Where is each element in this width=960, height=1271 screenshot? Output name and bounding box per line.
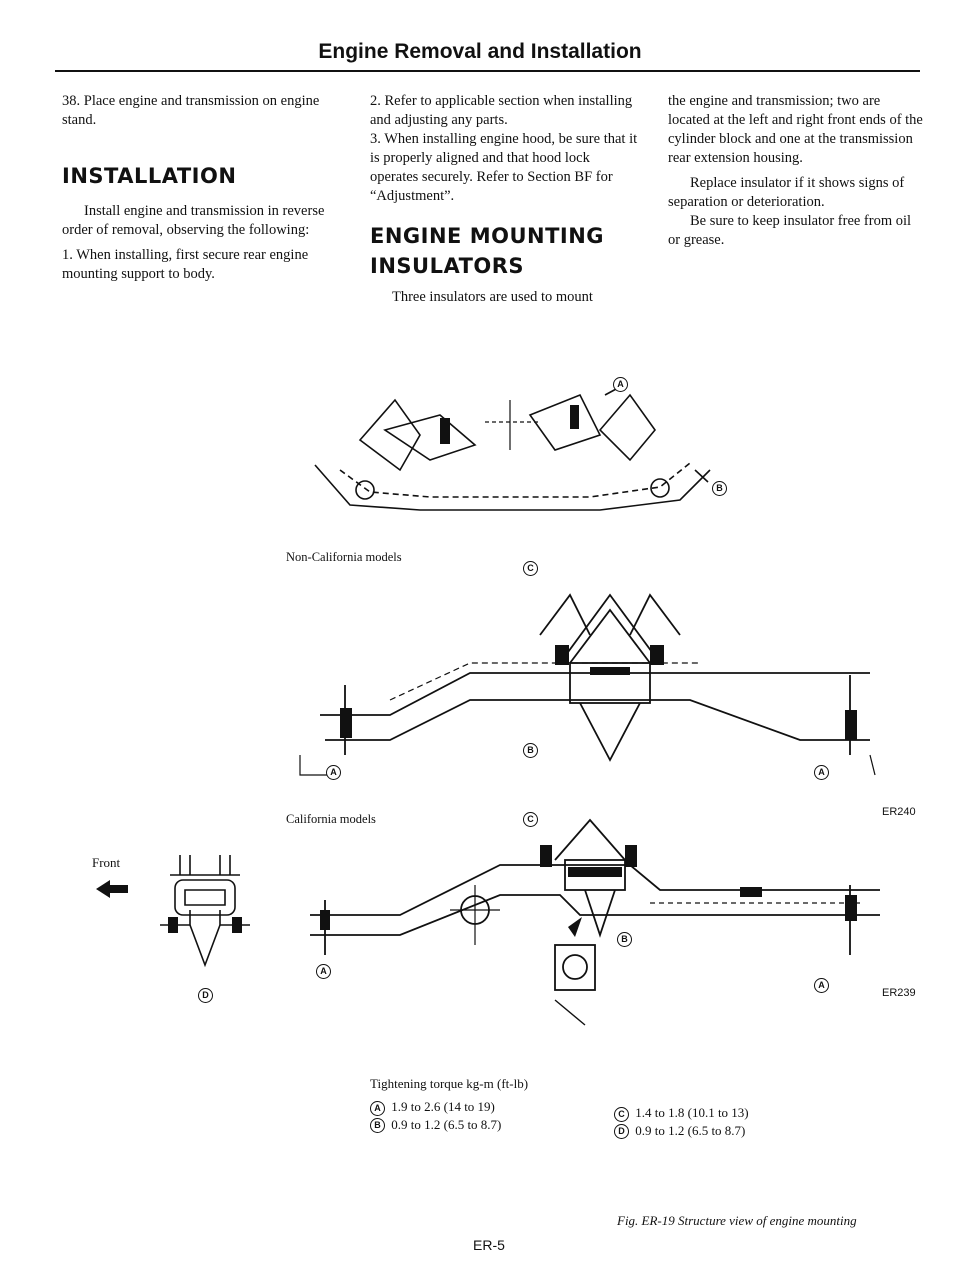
torque-callout-b: B bbox=[370, 1118, 385, 1134]
callout-a-bottom-left: A bbox=[316, 964, 331, 979]
column-2: 2. Refer to applicable section when inst… bbox=[370, 92, 640, 313]
column-3: the engine and transmission; two are loc… bbox=[668, 92, 923, 256]
torque-d-value: 0.9 to 1.2 (6.5 to 8.7) bbox=[635, 1122, 746, 1138]
col3-paragraph-1: the engine and transmission; two are loc… bbox=[668, 93, 923, 166]
torque-d-row: D 0.9 to 1.2 (6.5 to 8.7) bbox=[614, 1122, 749, 1140]
torque-b-value: 0.9 to 1.2 (6.5 to 8.7) bbox=[391, 1116, 502, 1132]
torque-a-value: 1.9 to 2.6 (14 to 19) bbox=[391, 1099, 495, 1114]
col3-paragraph-2: Replace insulator if it shows signs of s… bbox=[668, 175, 905, 210]
torque-callout-c: C bbox=[614, 1106, 629, 1122]
column-1: 38. Place engine and transmission on eng… bbox=[62, 92, 342, 290]
callout-b-middle: B bbox=[523, 743, 538, 758]
step-2-text: 2. Refer to applicable section when inst… bbox=[370, 93, 633, 128]
front-label: Front bbox=[92, 855, 121, 870]
step-1-text: 1. When installing, first secure rear en… bbox=[62, 247, 309, 282]
california-label: California models bbox=[286, 812, 376, 826]
col3-paragraph-3: Be sure to keep insulator free from oil … bbox=[668, 213, 912, 248]
mounting-intro-text: Three insulators are used to mount bbox=[392, 289, 593, 305]
non-california-label: Non-California models bbox=[286, 550, 402, 564]
installation-heading: INSTALLATION bbox=[62, 164, 237, 188]
callout-c-bottom: C bbox=[523, 812, 538, 827]
figure-code-er240: ER240 bbox=[882, 806, 916, 818]
callout-c-middle: C bbox=[523, 561, 538, 576]
callout-a-middle-right: A bbox=[814, 765, 829, 780]
install-intro-text: Install engine and transmission in rever… bbox=[62, 203, 325, 238]
front-arrow-icon bbox=[96, 880, 128, 898]
non-california-diagram bbox=[314, 387, 711, 511]
torque-c-row: C 1.4 to 1.8 (10.1 to 13) bbox=[614, 1104, 749, 1122]
figure-caption: Fig. ER-19 Structure view of engine moun… bbox=[617, 1213, 857, 1228]
torque-title: Tightening torque kg-m (ft-lb) bbox=[370, 1076, 529, 1091]
page-number: ER-5 bbox=[473, 1237, 505, 1253]
california-diagram-er240 bbox=[299, 593, 876, 776]
mounting-heading-line-2: INSULATORS bbox=[370, 254, 525, 278]
step-38-text: 38. Place engine and transmission on eng… bbox=[62, 93, 320, 128]
callout-a-top: A bbox=[613, 377, 628, 392]
callout-a-bottom-right: A bbox=[814, 978, 829, 993]
torque-callout-d: D bbox=[614, 1124, 629, 1140]
california-diagram-er239 bbox=[310, 818, 880, 1026]
mounting-heading-line-1: ENGINE MOUNTING bbox=[370, 224, 605, 248]
torque-a-row: A 1.9 to 2.6 (14 to 19) bbox=[370, 1098, 528, 1116]
torque-legend-right: C 1.4 to 1.8 (10.1 to 13) D 0.9 to 1.2 (… bbox=[614, 1104, 749, 1140]
torque-callout-a: A bbox=[370, 1100, 385, 1116]
callout-b-bottom: B bbox=[617, 932, 632, 947]
torque-b-row: B 0.9 to 1.2 (6.5 to 8.7) bbox=[370, 1116, 528, 1134]
figure-code-er239: ER239 bbox=[882, 987, 916, 999]
torque-c-value: 1.4 to 1.8 (10.1 to 13) bbox=[635, 1105, 749, 1120]
torque-legend-left: Tightening torque kg-m (ft-lb) A 1.9 to … bbox=[370, 1075, 529, 1134]
rear-insulator-diagram bbox=[160, 855, 250, 968]
page-header: Engine Removal and Installation bbox=[318, 40, 642, 63]
header-rule bbox=[55, 70, 920, 72]
callout-d: D bbox=[198, 988, 213, 1003]
callout-b-top: B bbox=[712, 481, 727, 496]
step-3-text: 3. When installing engine hood, be sure … bbox=[370, 131, 638, 204]
callout-a-middle-left: A bbox=[326, 765, 341, 780]
